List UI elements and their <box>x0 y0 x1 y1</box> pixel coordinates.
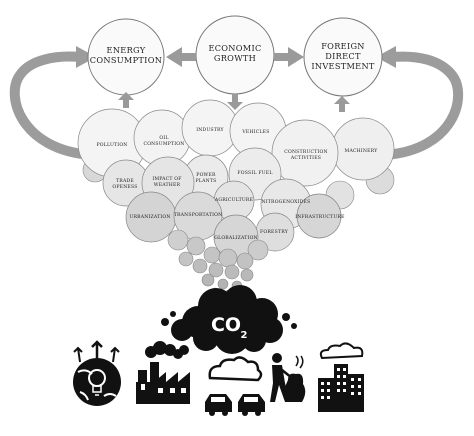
fdi-label-3: INVESTMENT <box>311 61 375 71</box>
forestry-label: FORESTRY <box>260 229 289 235</box>
co2-subscript: 2 <box>241 330 248 341</box>
right-curved-arrow <box>384 51 464 160</box>
person-waste-icon <box>270 353 306 402</box>
oil-label-2: CONSUMPTION <box>144 141 185 147</box>
fossil-label: FOSSIL FUEL <box>237 170 272 176</box>
trade-label-1: TRADE <box>116 178 134 184</box>
bubble-small <box>186 236 206 256</box>
energy-label-1: ENERGY <box>107 45 146 55</box>
power-label-2: PLANTS <box>196 178 217 184</box>
bubble-small <box>208 262 224 278</box>
bubble-small <box>203 246 221 264</box>
factory-icon <box>136 341 190 404</box>
up-arrow-fdi <box>334 96 350 112</box>
infrastructure-bubble <box>296 193 342 239</box>
city-buildings-icon <box>318 342 364 412</box>
transportation-label: TRANSPORTATION <box>174 212 223 218</box>
vehicles-label: VEHICLES <box>241 129 269 135</box>
smoke-puff-icon <box>291 323 297 329</box>
bubble-small <box>218 248 238 268</box>
growth-label-1: ECONOMIC <box>208 43 261 53</box>
construction-label-2: ACTIVITIES <box>290 155 321 161</box>
co2-label: CO <box>211 314 241 336</box>
construction-bubble <box>271 119 339 187</box>
weather-label-2: WEATHER <box>154 182 181 188</box>
nitrogen-label: NITROGENOXIDES <box>262 199 311 205</box>
co2-cloud-icon <box>171 285 283 354</box>
up-arrow-energy <box>118 92 134 108</box>
smoke-puff-icon <box>170 311 176 317</box>
growth-to-fdi-arrow <box>274 47 304 67</box>
construction-label-1: CONSTRUCTION <box>284 149 327 155</box>
bubble-small <box>240 268 254 282</box>
bubble-small <box>224 264 240 280</box>
bubble-small <box>167 229 189 251</box>
energy-label-2: CONSUMPTION <box>90 55 162 65</box>
down-arrow-growth <box>227 94 243 110</box>
oil-label-1: OIL <box>159 135 168 141</box>
infrastructure-label: INFRASTRUCTURE <box>295 214 344 220</box>
cars-smog-icon <box>205 356 265 416</box>
globalization-label: GLOBALIZATION <box>214 235 258 241</box>
machinery-label: MACHINERY <box>345 148 379 154</box>
right-curved-arrow-head <box>376 46 396 68</box>
smoke-puff-icon <box>161 318 169 326</box>
bubble-small <box>236 252 254 270</box>
bubble-small <box>217 278 229 290</box>
growth-to-energy-arrow <box>166 47 196 67</box>
bubble-small <box>201 273 215 287</box>
left-curved-arrow-head <box>76 46 96 68</box>
trade-label-2: OPENESS <box>112 184 137 190</box>
bubble-small <box>247 239 269 261</box>
smoke-puff-icon <box>282 313 290 321</box>
pollution-label: POLLUTION <box>96 142 127 148</box>
industry-label: INDUSTRY <box>196 127 224 133</box>
fdi-label-1: FOREIGN <box>321 41 365 51</box>
fdi-label-2: DIRECT <box>325 51 361 61</box>
bubble-small <box>178 251 194 267</box>
energy-bulb-globe-icon <box>73 340 121 406</box>
power-label-1: POWER <box>196 172 216 178</box>
left-curved-arrow <box>9 51 93 160</box>
weather-label-1: IMPACT OF <box>152 176 181 182</box>
bubble-small <box>192 258 208 274</box>
growth-label-2: GROWTH <box>214 53 256 63</box>
urbanization-label: URBANIZATION <box>129 214 170 220</box>
agriculture-label: AGRICULTURE <box>214 197 253 203</box>
